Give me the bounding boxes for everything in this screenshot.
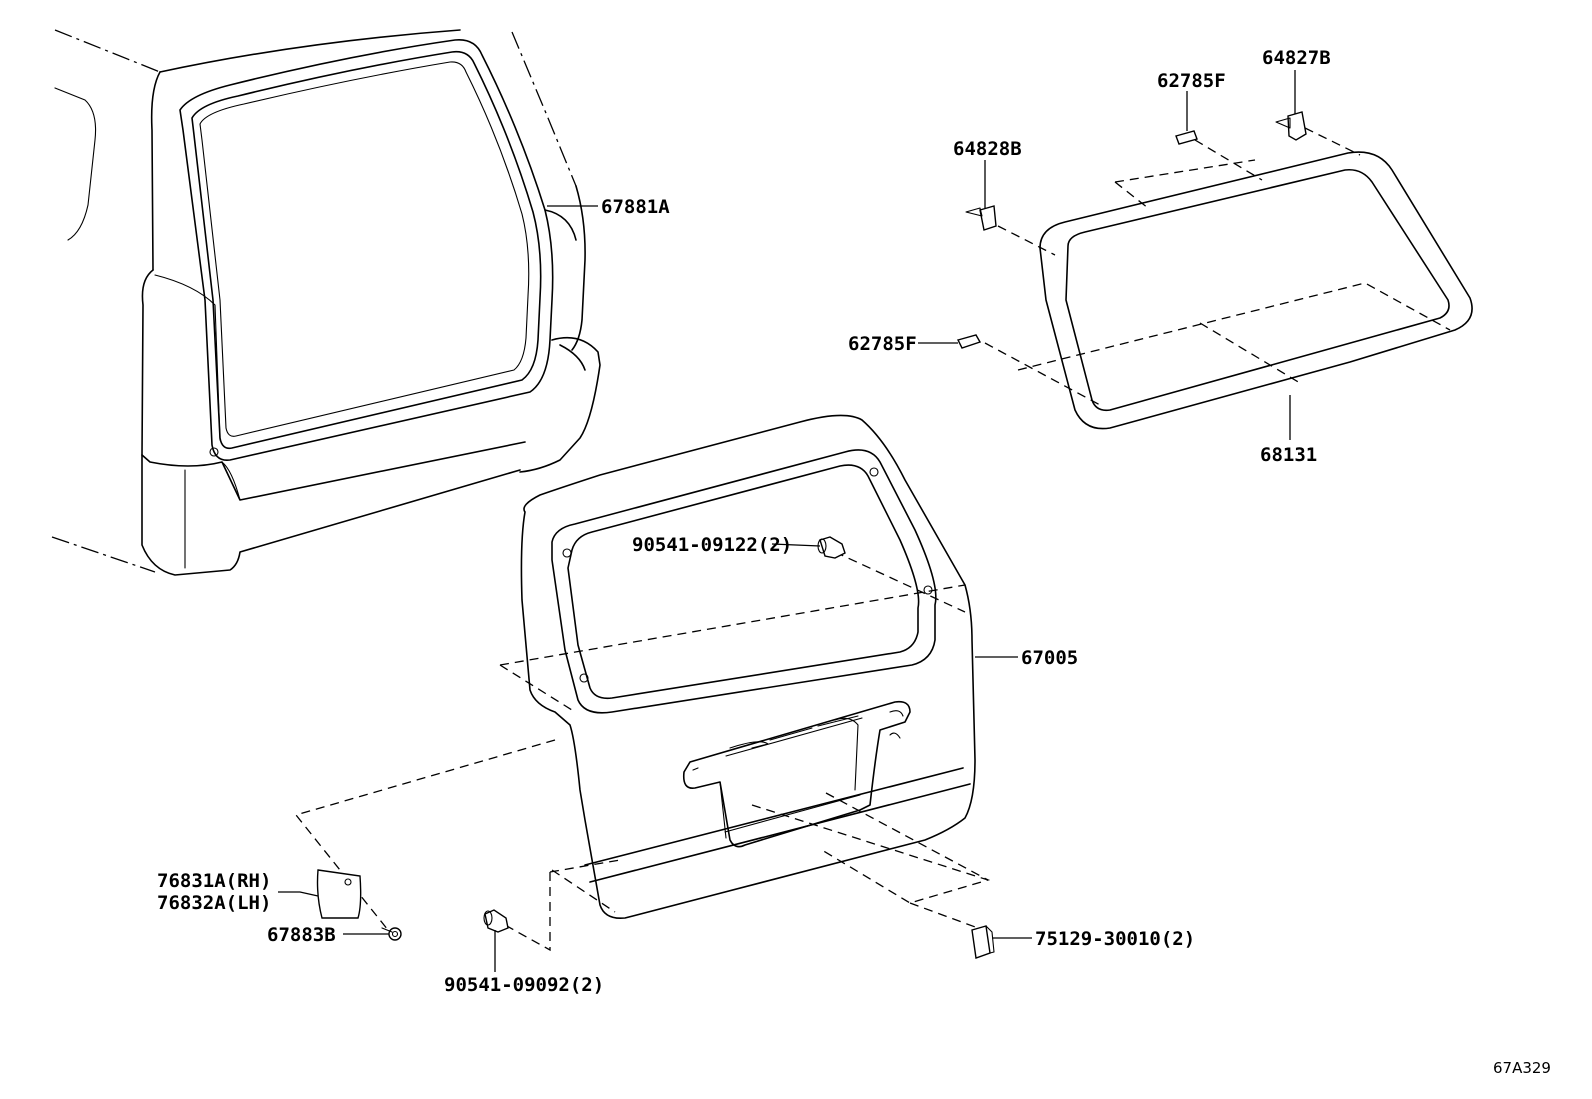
label-67881A: 67881A <box>601 196 670 218</box>
vehicle-body <box>51 29 601 576</box>
leader-lines <box>278 70 1296 972</box>
label-68131: 68131 <box>1260 444 1317 466</box>
label-64827B: 64827B <box>1262 47 1331 69</box>
label-90541-09092: 90541-09092(2) <box>444 974 604 996</box>
rear-glass-68131 <box>1039 151 1473 430</box>
clip-62785F-left <box>956 334 982 349</box>
spacer-64828B <box>965 205 997 231</box>
label-64828B: 64828B <box>953 138 1022 160</box>
back-door-panel <box>520 414 976 920</box>
label-62785F-top: 62785F <box>1157 70 1226 92</box>
label-76831A: 76831A(RH) <box>157 870 271 892</box>
label-90541-09122: 90541-09122(2) <box>632 534 792 556</box>
label-75129-30010: 75129-30010(2) <box>1035 928 1195 950</box>
diagram-code: 67A329 <box>1493 1059 1551 1077</box>
spacer-64827B <box>1275 111 1307 141</box>
label-76832A: 76832A(LH) <box>157 892 271 914</box>
bolt-90541-09092 <box>483 909 509 933</box>
label-67005: 67005 <box>1021 647 1078 669</box>
cushion-75129-30010 <box>971 925 995 959</box>
protector-76831A-76832A <box>316 869 362 919</box>
label-62785F-left: 62785F <box>848 333 917 355</box>
bolt-90541-09122 <box>817 536 846 559</box>
clip-62785F-top <box>1175 130 1198 145</box>
small-parts <box>316 111 1307 959</box>
assembly-lines <box>294 127 1451 952</box>
label-67883B: 67883B <box>267 924 336 946</box>
part-labels: 67881A 62785F 64827B 64828B 62785F 68131… <box>157 47 1551 1077</box>
